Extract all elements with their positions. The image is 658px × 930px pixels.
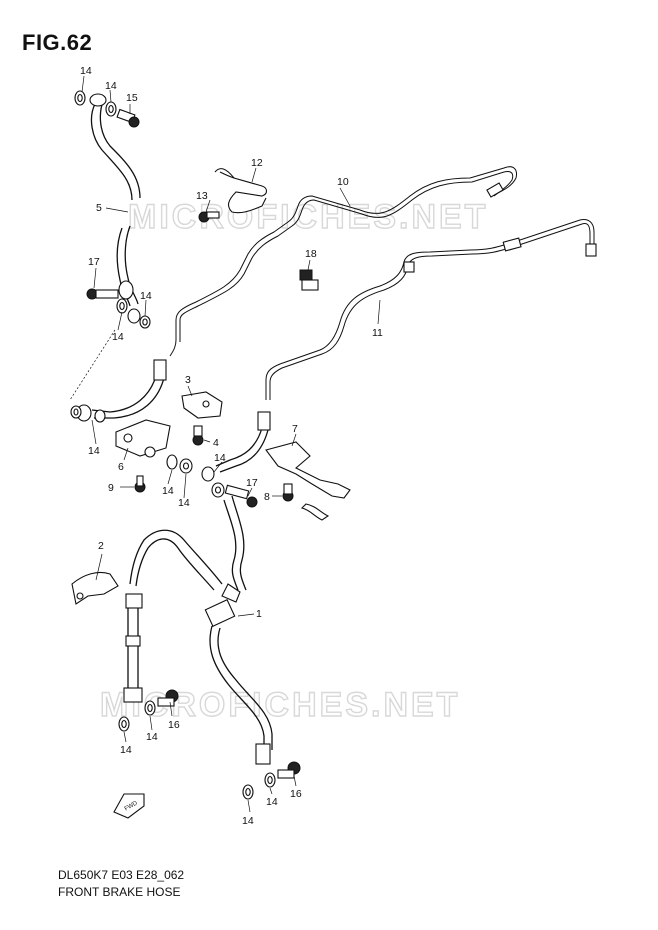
callout-14-l: 14 xyxy=(242,815,254,827)
callout-14-h: 14 xyxy=(214,452,226,464)
callout-16-b: 16 xyxy=(290,788,302,800)
figure-title: FIG.62 xyxy=(22,30,93,55)
bolt-9 xyxy=(134,475,146,493)
model-code: DL650K7 E03 E28_062 xyxy=(58,868,185,882)
callout-11: 11 xyxy=(372,327,383,339)
callout-14-i: 14 xyxy=(120,744,132,756)
washer-14-mid xyxy=(116,298,151,329)
callout-14-k: 14 xyxy=(266,796,278,808)
hose-upper-left xyxy=(76,359,167,422)
callout-6: 6 xyxy=(118,461,124,473)
callout-14-c: 14 xyxy=(140,290,152,302)
bracket-7 xyxy=(265,441,351,521)
washer-14-lower-right xyxy=(242,772,276,800)
pipe-11 xyxy=(265,219,597,400)
bolt-8 xyxy=(282,483,294,502)
callout-14-b: 14 xyxy=(105,80,117,92)
bracket-3 xyxy=(181,391,223,419)
bolt-16-right xyxy=(277,761,301,779)
banjo-bolt-15 xyxy=(116,108,140,128)
bolt-17-center xyxy=(224,484,258,508)
hose-5 xyxy=(89,93,141,307)
callout-14-e: 14 xyxy=(88,445,100,457)
clamp-12 xyxy=(214,168,268,214)
callout-8: 8 xyxy=(264,491,270,503)
bolt-4 xyxy=(192,425,204,446)
callout-14-g: 14 xyxy=(178,497,190,509)
callout-14-j: 14 xyxy=(146,731,158,743)
callout-17-b: 17 xyxy=(246,477,258,489)
callout-9: 9 xyxy=(108,482,114,494)
leader-lines xyxy=(81,75,381,813)
figure-name: FRONT BRAKE HOSE xyxy=(58,885,181,899)
clamp-2 xyxy=(71,571,119,605)
callout-5: 5 xyxy=(96,202,102,214)
bolt-17-upper xyxy=(86,288,119,300)
callout-16-a: 16 xyxy=(168,719,180,731)
callout-15: 15 xyxy=(126,92,138,104)
callout-12: 12 xyxy=(251,157,263,169)
hose-1 xyxy=(123,495,273,765)
fwd-arrow-icon: FWD xyxy=(113,793,145,819)
watermark-upper: MICROFICHES.NET xyxy=(128,198,488,236)
bolt-13 xyxy=(198,211,220,223)
joint-6 xyxy=(115,419,171,458)
callout-2: 2 xyxy=(98,540,104,552)
callout-14-f: 14 xyxy=(162,485,174,497)
bolt-16-left xyxy=(157,689,179,707)
pipe-10 xyxy=(169,166,517,357)
callout-7: 7 xyxy=(292,423,298,435)
hose-upper-right xyxy=(215,411,271,473)
clip-18 xyxy=(299,269,319,291)
washer-14-center xyxy=(166,454,225,498)
washer-14-left xyxy=(70,405,106,423)
callout-14-a: 14 xyxy=(80,65,92,77)
callout-labels: 14 14 15 5 13 12 10 18 17 14 14 11 3 4 1… xyxy=(80,65,383,827)
callout-18: 18 xyxy=(305,248,317,260)
callout-3: 3 xyxy=(185,374,191,386)
callout-10: 10 xyxy=(337,176,349,188)
callout-14-d: 14 xyxy=(112,331,124,343)
callout-17-a: 17 xyxy=(88,256,100,268)
callout-13: 13 xyxy=(196,190,208,202)
callout-1: 1 xyxy=(256,608,262,620)
washer-14-lower-left xyxy=(118,700,156,732)
callout-4: 4 xyxy=(213,437,219,449)
